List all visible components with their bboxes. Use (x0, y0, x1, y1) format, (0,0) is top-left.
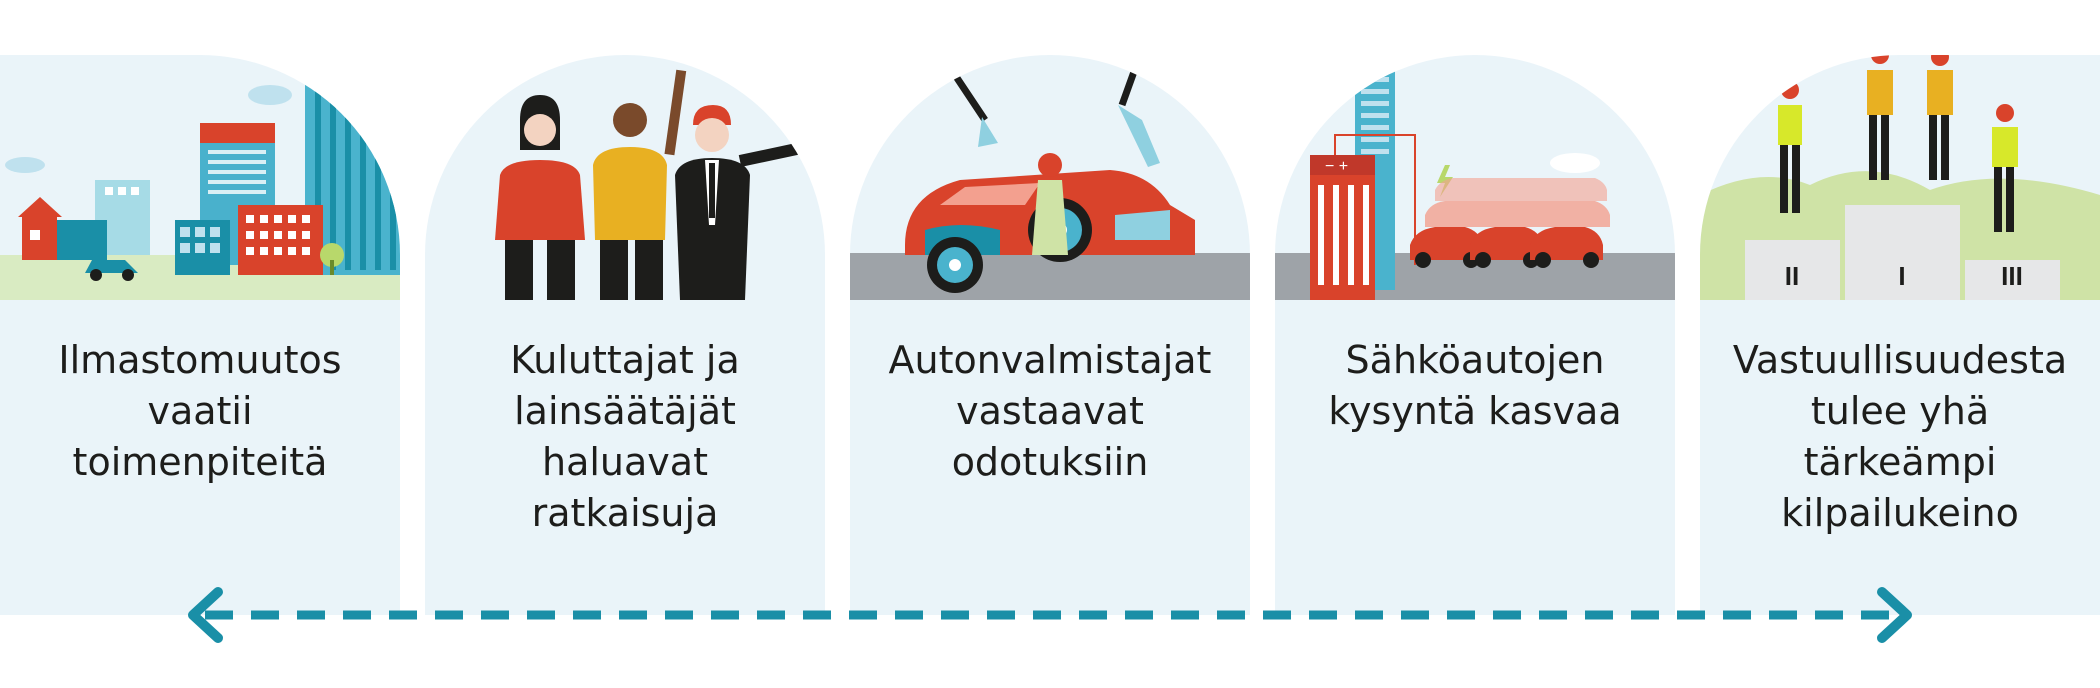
panel-text-line: tärkeämpi (1803, 440, 1997, 484)
panel-text-line: tulee yhä (1810, 389, 1990, 433)
panel-ev-demand: − + Sähköautojen kysyntä kasvaa (1275, 55, 1675, 615)
panel-text-line: Kuluttajat ja (510, 338, 740, 382)
podium-label-third: III (2001, 261, 2023, 291)
panel-text-manufacturers: Autonvalmistajat vastaavat odotuksiin (860, 335, 1240, 488)
podium-winners-icon: II I III (1700, 55, 2100, 300)
panel-text-line: vaatii (147, 389, 253, 433)
panel-text-line: ratkaisuja (531, 491, 719, 535)
panel-text-line: haluavat (542, 440, 708, 484)
people-group-icon (495, 69, 825, 300)
panel-text-line: kysyntä kasvaa (1328, 389, 1622, 433)
panel-text-consumers: Kuluttajat ja lainsäätäjät haluavat ratk… (435, 335, 815, 539)
podium-label-first: I (1898, 261, 1905, 291)
panel-responsibility: II I III Vastuullisuudesta tulee yhä tär… (1700, 55, 2100, 615)
city-buildings-icon (0, 73, 400, 300)
ev-charging-lot-icon: − + (1275, 55, 1675, 300)
panel-text-climate: Ilmastomuutos vaatii toimenpiteitä (10, 335, 390, 488)
panel-manufacturers: Autonvalmistajat vastaavat odotuksiin (850, 55, 1250, 615)
panel-text-line: Autonvalmistajat (888, 338, 1212, 382)
panel-text-ev-demand: Sähköautojen kysyntä kasvaa (1285, 335, 1665, 437)
panel-text-line: kilpailukeino (1781, 491, 2019, 535)
robot-arms-car-icon (850, 55, 1250, 300)
panel-text-line: vastaavat (956, 389, 1144, 433)
panel-text-line: lainsäätäjät (514, 389, 736, 433)
panel-text-line: Vastuullisuudesta (1732, 338, 2068, 382)
panel-text-line: toimenpiteitä (72, 440, 328, 484)
panel-text-line: Sähköautojen (1345, 338, 1605, 382)
podium-label-second: II (1785, 261, 1799, 291)
panel-text-line: Ilmastomuutos (58, 338, 342, 382)
panel-consumers: Kuluttajat ja lainsäätäjät haluavat ratk… (425, 55, 825, 615)
svg-text:− +: − + (1325, 158, 1348, 175)
panel-text-responsibility: Vastuullisuudesta tulee yhä tärkeämpi ki… (1710, 335, 2090, 539)
panel-text-line: odotuksiin (951, 440, 1149, 484)
panel-climate: Ilmastomuutos vaatii toimenpiteitä (0, 55, 400, 615)
